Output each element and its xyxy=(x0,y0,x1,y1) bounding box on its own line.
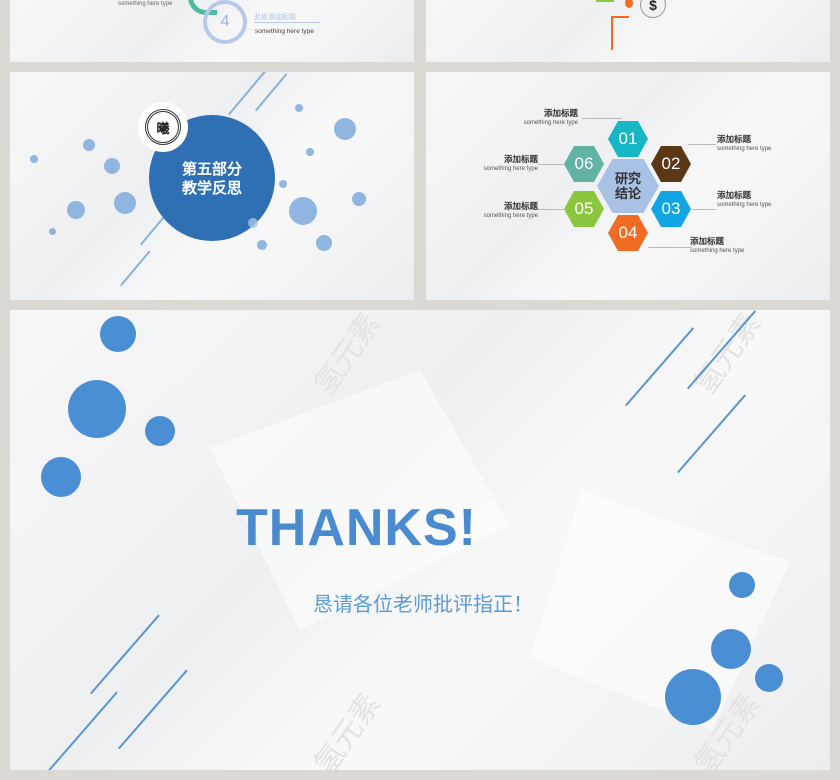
slide-thumbnail-timeline[interactable]: $ xyxy=(426,0,830,62)
hexagon-label-subtitle: something here type xyxy=(717,202,772,208)
deco-line xyxy=(118,669,188,749)
hexagon-center: 研究结论 xyxy=(597,159,659,213)
connector-line xyxy=(692,209,716,210)
prev-subtitle: something here type xyxy=(118,1,173,7)
deco-dot xyxy=(100,316,136,352)
slide-thanks[interactable]: 氢元素 氢元素 氢元素 氢元素 THANKS! 恳请各位老师批评指正！ xyxy=(10,310,830,770)
hexagon-03: 03 xyxy=(651,191,691,227)
connector-line xyxy=(538,164,564,165)
deco-line xyxy=(48,691,118,770)
orange-node xyxy=(625,0,633,8)
deco-dot xyxy=(41,457,81,497)
connector-line xyxy=(538,209,564,210)
deco-dot xyxy=(711,629,751,669)
deco-line xyxy=(228,72,268,115)
hexagon-label-subtitle: something here type xyxy=(690,248,745,254)
deco-dot xyxy=(67,201,85,219)
deco-dot xyxy=(306,148,314,156)
connector-line xyxy=(582,118,622,119)
deco-dot xyxy=(334,118,356,140)
hexagon-number: 06 xyxy=(574,154,594,173)
connector-line xyxy=(648,247,692,248)
deco-line xyxy=(625,327,694,406)
deco-line xyxy=(120,250,151,286)
deco-dot xyxy=(755,664,783,692)
deco-line xyxy=(255,73,288,111)
deco-dot xyxy=(729,572,755,598)
hexagon-label-title: 添加标题 xyxy=(717,190,752,200)
deco-dot xyxy=(248,218,258,228)
step-number: 4 xyxy=(220,13,230,30)
center-label: 结论 xyxy=(614,186,641,201)
university-seal-logo: 曦 xyxy=(138,102,188,152)
deco-dot xyxy=(665,669,721,725)
deco-dot xyxy=(295,104,303,112)
deco-dot xyxy=(83,139,95,151)
step-ring: 4 xyxy=(203,0,247,44)
deco-dot xyxy=(145,416,175,446)
deco-line xyxy=(90,614,160,694)
thanks-title: THANKS! xyxy=(236,499,477,557)
green-arrow-icon xyxy=(188,0,217,15)
hexagon-04: 04 xyxy=(608,215,648,251)
bg-facet xyxy=(530,490,790,730)
orange-branch-arm xyxy=(611,16,629,18)
center-label: 研究 xyxy=(614,171,641,186)
section-title: 第五部分 教学反思 xyxy=(149,160,275,198)
watermark: 氢元素 xyxy=(308,687,388,770)
hexagon-number: 02 xyxy=(661,154,681,173)
hexagon-label-subtitle: something here type xyxy=(483,213,538,219)
deco-dot xyxy=(68,380,126,438)
dollar-coin-icon: $ xyxy=(640,0,666,18)
hexagon-05: 05 xyxy=(564,191,604,227)
slide-thumbnail-step[interactable]: something here type 4 此处添加标题 something h… xyxy=(10,0,414,62)
slide-thumbnail-hexagons[interactable]: 01 添加标题 something here type 02 添加标题 something… xyxy=(426,72,830,300)
step-title: 此处添加标题 xyxy=(254,14,296,21)
step-arrow-line xyxy=(254,22,320,23)
watermark: 氢元素 xyxy=(688,310,768,401)
deco-dot xyxy=(279,180,287,188)
deco-dot xyxy=(257,240,267,250)
hexagon-number: 05 xyxy=(574,199,594,218)
section-title-line2: 教学反思 xyxy=(181,180,242,197)
hexagon-label-title: 添加标题 xyxy=(717,134,752,144)
deco-dot xyxy=(30,155,38,163)
slide-thumbnail-section[interactable]: 第五部分 教学反思 曦 xyxy=(10,72,414,300)
hexagon-label-title: 添加标题 xyxy=(503,154,538,164)
deco-dot xyxy=(114,192,136,214)
green-branch-line xyxy=(596,0,614,2)
hexagon-label-title: 添加标题 xyxy=(503,201,538,211)
hexagon-01: 01 xyxy=(608,121,648,157)
deco-dot xyxy=(289,197,317,225)
connector-line xyxy=(688,144,716,145)
hexagon-02: 02 xyxy=(651,146,691,182)
hexagon-number: 01 xyxy=(618,129,638,148)
hexagon-label-subtitle: something here type xyxy=(483,166,538,172)
deco-dot xyxy=(49,228,56,235)
orange-branch-line xyxy=(611,16,613,50)
thanks-subtitle: 恳请各位老师批评指正！ xyxy=(313,594,533,616)
hexagon-label-subtitle: something here type xyxy=(717,146,772,152)
hexagon-number: 03 xyxy=(661,199,681,218)
deco-dot xyxy=(316,235,332,251)
hexagon-06: 06 xyxy=(564,146,604,182)
hexagon-label-title: 添加标题 xyxy=(690,236,725,246)
deco-dot xyxy=(352,192,366,206)
deco-line xyxy=(677,394,746,473)
hexagon-label-title: 添加标题 xyxy=(543,108,578,118)
hexagon-number: 04 xyxy=(618,223,638,242)
hexagon-label-subtitle: something here type xyxy=(523,120,578,126)
section-title-line1: 第五部分 xyxy=(181,161,242,178)
step-subtitle: something here type xyxy=(255,28,314,35)
deco-dot xyxy=(104,158,120,174)
